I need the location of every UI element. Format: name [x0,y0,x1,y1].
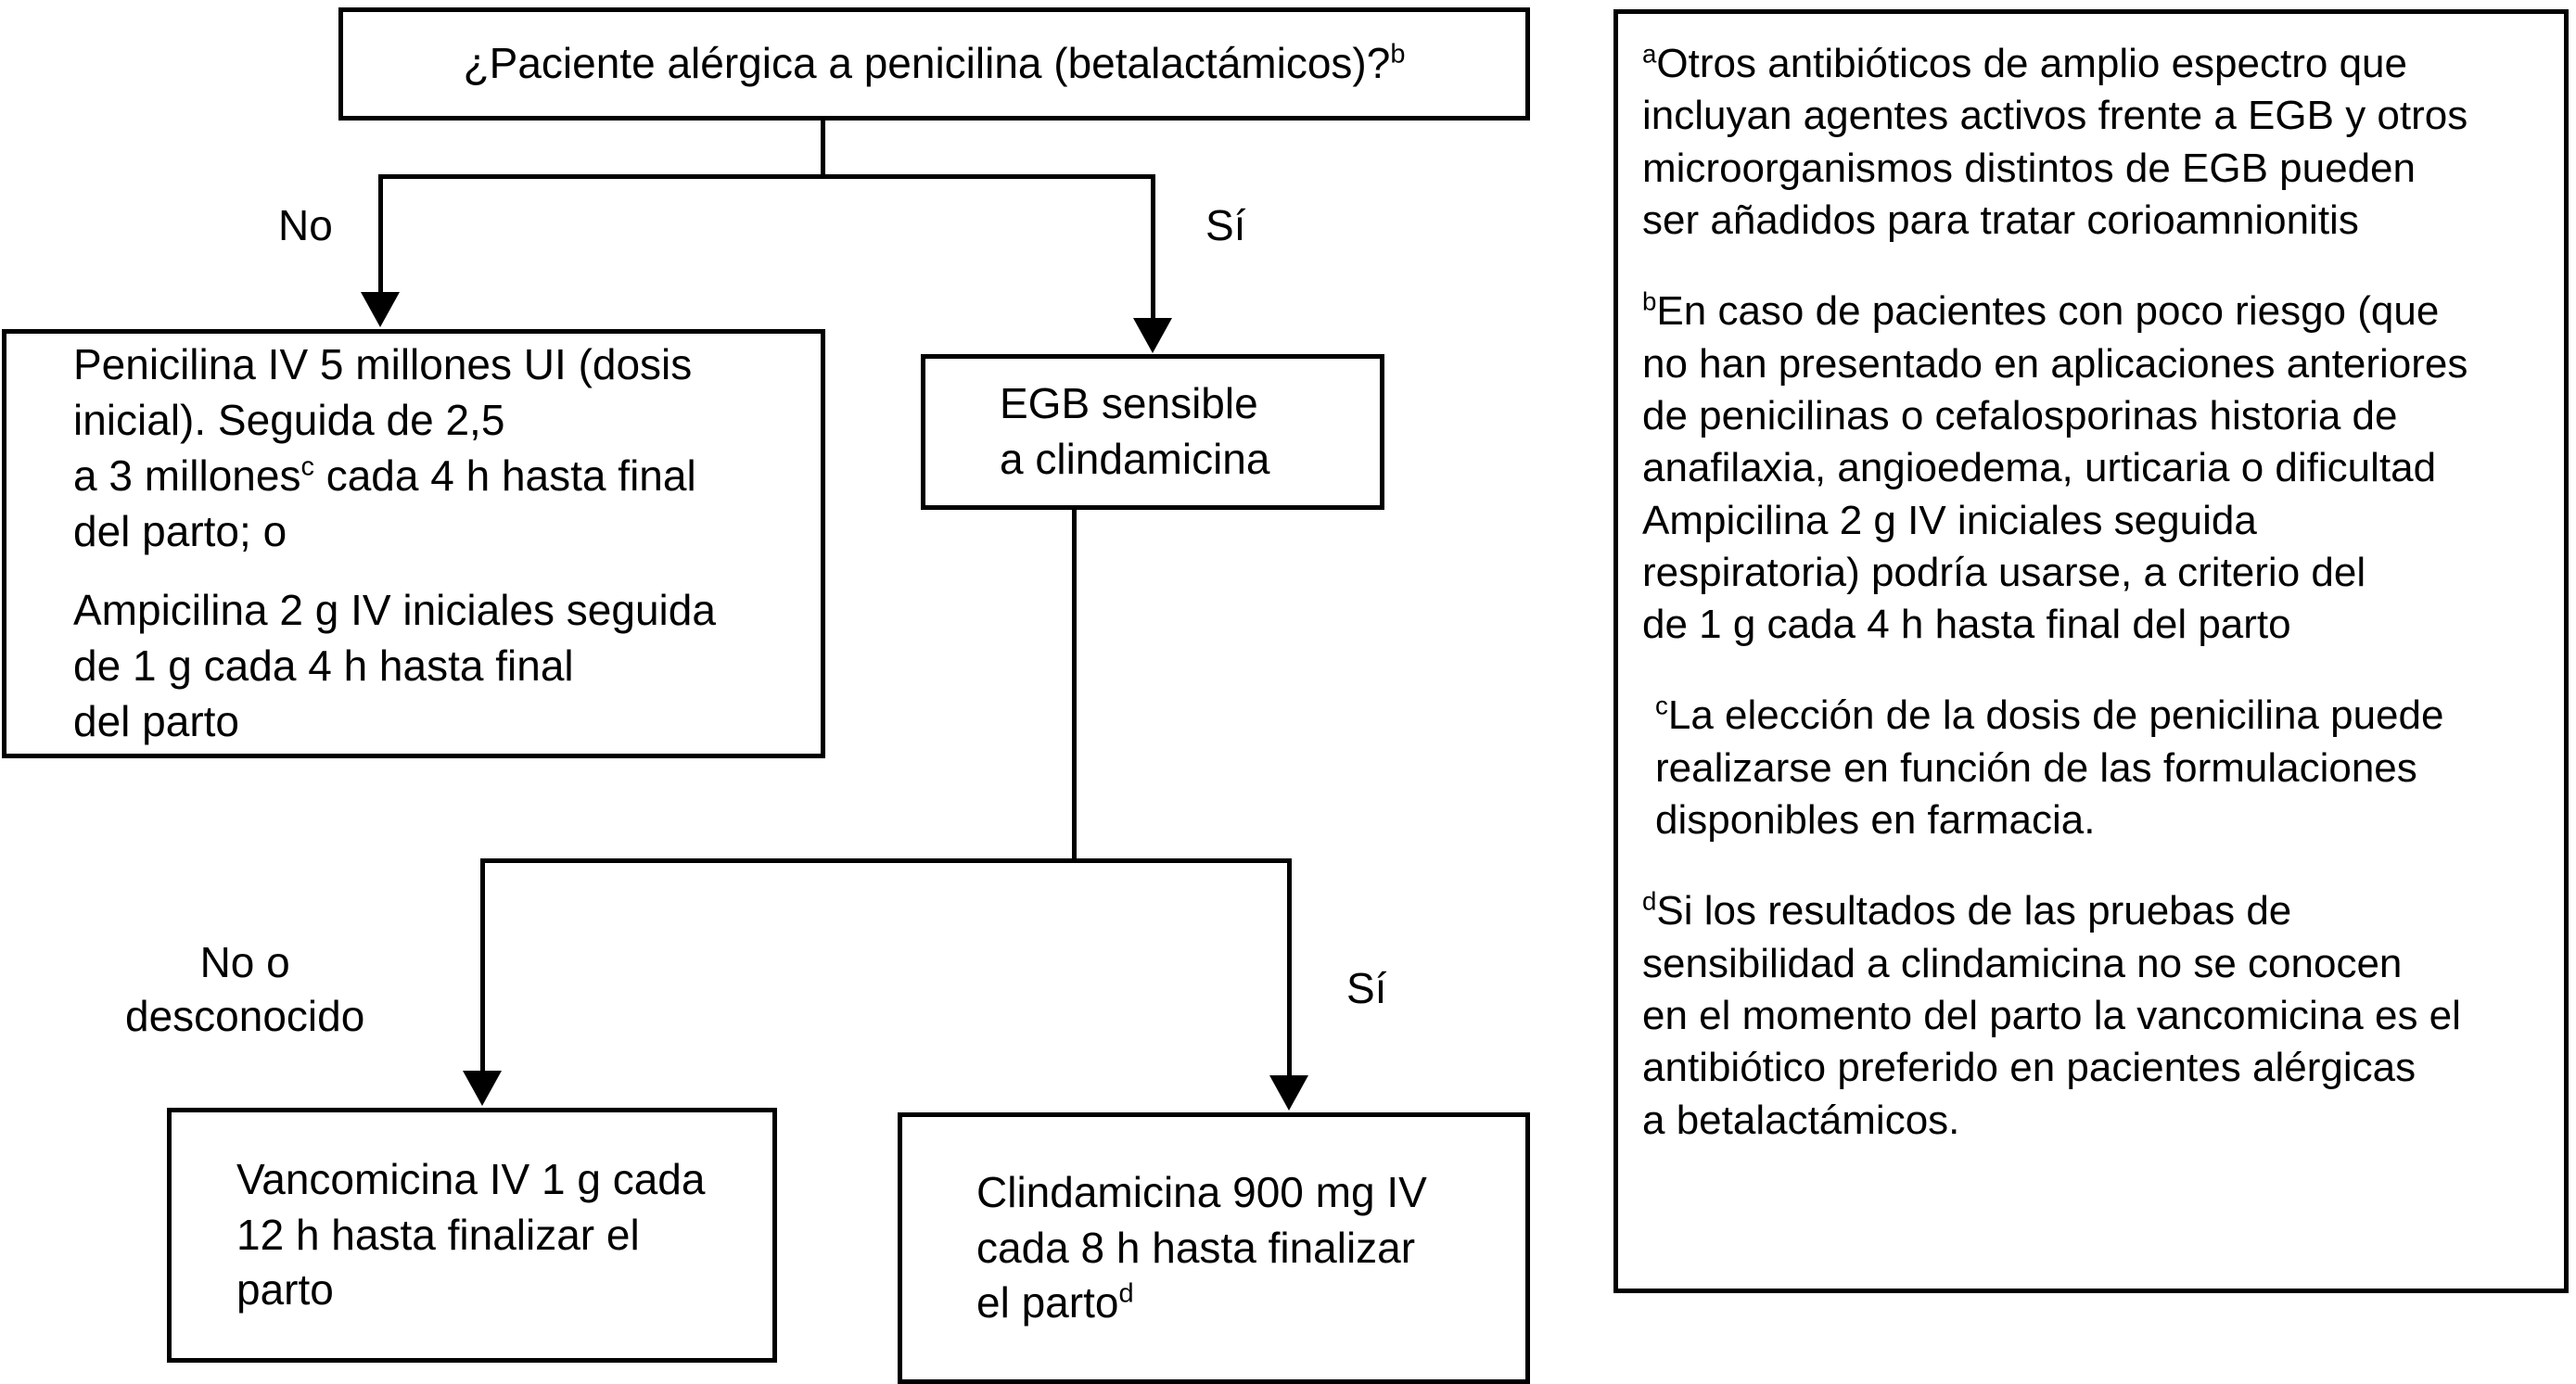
arrowhead-si-branch [1133,318,1172,353]
decision-box-penicillin-allergy: ¿Paciente alérgica a penicilina (betalac… [338,7,1530,121]
arrowhead-si-clindamicina [1269,1075,1308,1111]
ampicilina-line-2: de 1 g cada 4 h hasta final [73,641,574,691]
connector-question-split [378,174,1155,179]
ampicilina-line-1: Ampicilina 2 g IV iniciales seguida [73,586,716,635]
connector-egb-stem [1072,510,1077,862]
footnote-d-text: Si los resultados de las pruebas de sens… [1642,888,2461,1143]
penicilina-regimen-text: Penicilina IV 5 millones UI (dosis inici… [73,337,821,750]
decision-box-label: ¿Paciente alérgica a penicilina (betalac… [464,36,1406,92]
clindamicina-line-3: el parto [976,1278,1119,1327]
arrowhead-no-branch [361,292,400,327]
ampicilina-line-3: del parto [73,696,240,745]
footnote-c: cLa elección de la dosis de penicilina p… [1642,690,2540,846]
treatment-box-vancomicina: Vancomicina IV 1 g cada 12 h hasta final… [167,1108,777,1363]
penicilina-line-3a: a 3 millones [73,451,301,500]
footnote-c-marker: c [1655,691,1668,720]
arrowhead-no-desconocido [463,1071,502,1106]
egb-box-label: EGB sensible a clindamicina [1000,379,1270,483]
footnote-a-text: Otros antibióticos de amplio espectro qu… [1642,41,2468,243]
clindamicina-line-2: cada 8 h hasta finalizar [976,1223,1416,1272]
penicilina-line-2: inicial). Seguida de 2,5 [73,396,505,444]
decision-box-text: ¿Paciente alérgica a penicilina (betalac… [463,39,1391,88]
penicilina-line-1: Penicilina IV 5 millones UI (dosis [73,340,693,389]
footnote-marker-c: c [300,451,314,482]
connector-si-branch [1151,174,1155,323]
connector-no-branch [378,174,383,297]
footnote-marker-b: b [1390,39,1406,70]
vancomicina-regimen-text: Vancomicina IV 1 g cada 12 h hasta final… [236,1154,706,1314]
footnote-marker-d: d [1118,1279,1134,1310]
decision-box-egb-sensible: EGB sensible a clindamicina [921,354,1384,510]
footnote-d-marker: d [1642,886,1657,916]
connector-egb-split [480,858,1292,863]
footnote-c-text: La elección de la dosis de penicilina pu… [1655,692,2444,844]
footnote-b-marker: b [1642,286,1657,316]
footnotes-panel: aOtros antibióticos de amplio espectro q… [1613,9,2569,1293]
edge-label-no-o-desconocido: No o desconocido [125,938,365,1040]
footnote-d: dSi los resultados de las pruebas de sen… [1642,885,2540,1147]
clindamicina-line-1: Clindamicina 900 mg IV [976,1167,1427,1216]
treatment-box-clindamicina: Clindamicina 900 mg IV cada 8 h hasta fi… [898,1112,1530,1384]
edge-label-si-2: Sí [1346,964,1387,1012]
footnote-a: aOtros antibióticos de amplio espectro q… [1642,38,2540,247]
footnote-b: bEn caso de pacientes con poco riesgo (q… [1642,286,2540,651]
penicilina-line-3b: cada 4 h hasta final [313,451,696,500]
footnote-a-marker: a [1642,39,1657,69]
clindamicina-regimen-text: Clindamicina 900 mg IV cada 8 h hasta fi… [976,1165,1525,1331]
paragraph-gap [73,559,821,583]
edge-label-si: Sí [1205,201,1246,249]
edge-label-no: No [278,201,333,249]
connector-no-desconocido-branch [480,858,485,1077]
penicilina-line-4: del parto; o [73,506,287,555]
treatment-box-penicilina: Penicilina IV 5 millones UI (dosis inici… [2,329,825,758]
connector-question-stem [821,121,825,178]
footnote-b-text: En caso de pacientes con poco riesgo (qu… [1642,288,2468,648]
connector-si-clindamicina-branch [1287,858,1292,1081]
